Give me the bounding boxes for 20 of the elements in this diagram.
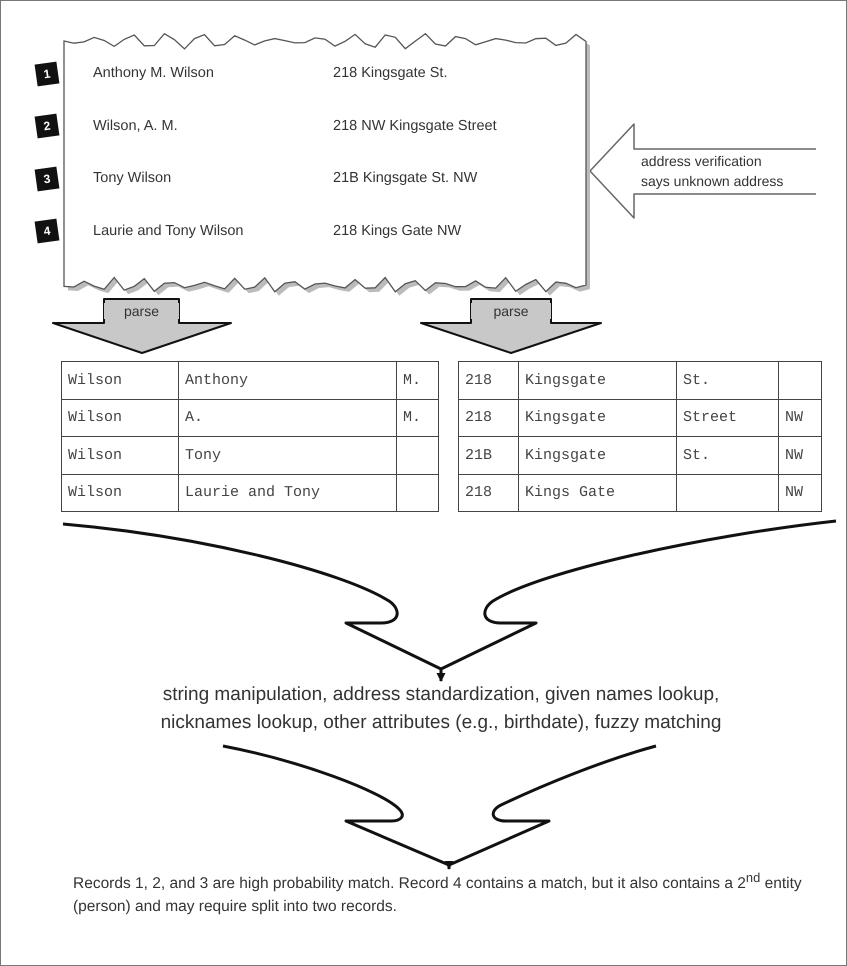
- table: [61, 361, 438, 511]
- table: [458, 361, 821, 511]
- number-badge: 1: [34, 62, 60, 86]
- edge-label: parse: [471, 303, 551, 319]
- number-badge: 4: [34, 218, 60, 244]
- edge-label: address verification says unknown address: [641, 152, 784, 191]
- merge-arrow: [436, 520, 836, 682]
- table-cell: M.: [396, 361, 439, 400]
- table-cell: 218: [458, 474, 519, 512]
- hollow-arrow: [589, 123, 817, 219]
- method-text: string manipulation, address standardization, given names lookup, nicknames lookup, other attributes (e.g., birthdate), fuzzy matching: [116, 681, 766, 743]
- table-cell: 218: [458, 361, 519, 400]
- number-badge: 2: [34, 114, 60, 138]
- table-cell: Wilson: [61, 361, 179, 400]
- table-cell: NW: [778, 474, 822, 512]
- edge-label: parse: [104, 303, 179, 319]
- result-note: Records 1, 2, and 3 are high probability match. Record 4 contains a match, but it also contains a 2$^{nd}$ entity (person) and may require split into two records.: [73, 869, 803, 929]
- number-badge: 3: [34, 166, 60, 192]
- merge-arrow: [222, 744, 658, 870]
- table-cell: Wilson: [61, 474, 179, 512]
